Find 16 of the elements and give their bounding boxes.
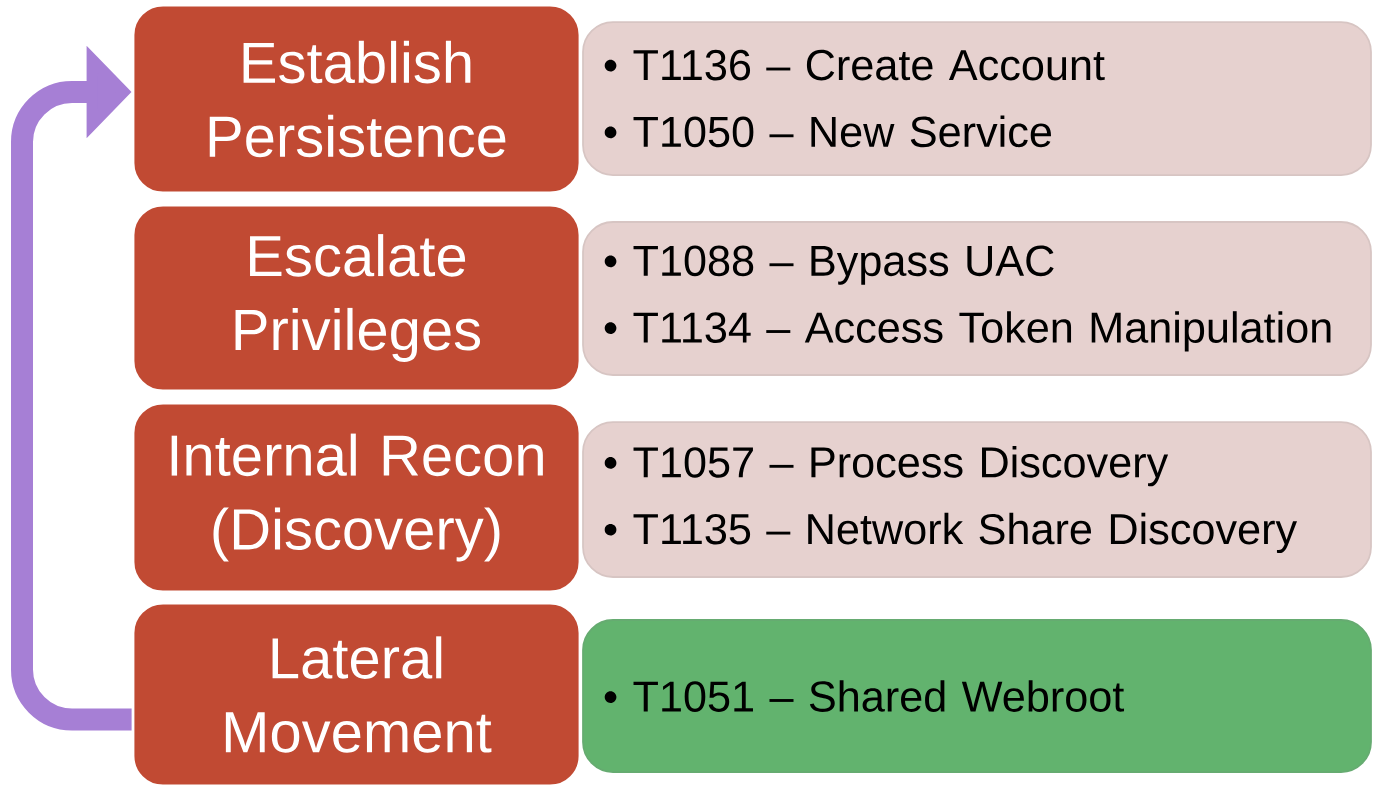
stage-box: Internal Recon (Discovery) bbox=[131, 401, 582, 594]
technique-panel bbox=[582, 619, 1372, 773]
technique-panel bbox=[582, 21, 1372, 176]
bullet-item: • T1050 – New Service bbox=[604, 115, 1051, 148]
bullet-item: • T1088 – Bypass UAC bbox=[604, 245, 1054, 285]
stage-box: Establish Persistence bbox=[131, 3, 582, 195]
stage-box: Escalate Privileges bbox=[131, 203, 582, 393]
technique-panel bbox=[582, 221, 1372, 376]
bullet-item: • T1135 – Network Share Discovery bbox=[604, 512, 1297, 554]
bullet-item: • T1134 – Access Token Manipulation bbox=[604, 311, 1331, 352]
bullet-item: • T1136 – Create Account bbox=[604, 49, 1105, 81]
bullet-item: • T1057 – Process Discovery bbox=[604, 446, 1169, 487]
bullet-item: • T1051 – Shared Webroot bbox=[604, 680, 1124, 712]
loop-arrow bbox=[11, 45, 132, 731]
stage-box: Lateral Movement bbox=[131, 601, 582, 787]
technique-panel bbox=[582, 421, 1372, 578]
